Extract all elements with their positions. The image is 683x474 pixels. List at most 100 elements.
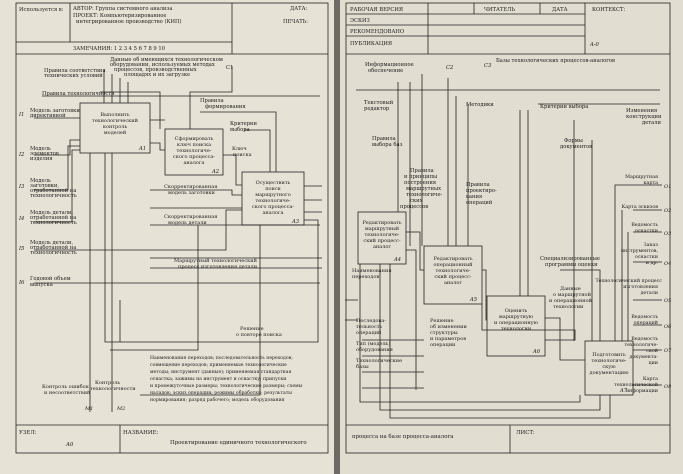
flow-structure-4: и параметров bbox=[430, 336, 466, 342]
output-O7-l3: ской bbox=[646, 348, 658, 354]
output-O4-l4: и др. bbox=[646, 261, 659, 266]
box-A5-l4: ский процесс- bbox=[434, 274, 471, 280]
ctrl-criteria-2: выбора bbox=[230, 126, 250, 133]
output-O8-l2: технологической bbox=[614, 382, 658, 388]
mech-m1-l2: и несоответствий bbox=[44, 390, 91, 396]
header-project-2: интегрированное производство (КИП) bbox=[76, 18, 182, 25]
output-O3-l2: оснастки bbox=[635, 229, 658, 234]
box-A4-l3: технологиче- bbox=[365, 232, 400, 238]
ctrl-special-2: программы оценки bbox=[545, 262, 598, 268]
output-O6-l2: операций bbox=[634, 320, 658, 326]
ctrl-design-2: конструкции bbox=[626, 114, 662, 120]
header-sketch: ЭСКИЗ bbox=[350, 18, 370, 24]
ctrl-design-rules-4: операций bbox=[466, 200, 493, 206]
output-O4-id: O4 bbox=[664, 261, 671, 267]
mech-m2-id: M2 bbox=[116, 406, 125, 412]
output-O8-l1: Карта bbox=[643, 376, 658, 382]
ctrl-design-3: детали bbox=[642, 120, 662, 126]
flow-repeat-2: о повторе поиска bbox=[236, 332, 282, 338]
header-author: АВТОР: Группа системного анализа bbox=[73, 6, 172, 12]
flow-corr-part-1: Скорректированная bbox=[164, 214, 217, 220]
box-A7 bbox=[584, 340, 634, 396]
ctrl-formation-2: формирования bbox=[205, 103, 246, 110]
flow-transitions-2: переходов bbox=[352, 274, 379, 280]
header-notes: ЗАМЕЧАНИЯ: 1 2 3 4 5 6 7 8 9 10 bbox=[73, 46, 165, 52]
box-A4-l2: маршрутный bbox=[365, 226, 400, 232]
input-I1-id: I1 bbox=[18, 112, 24, 118]
box-A3-l2: поиск bbox=[265, 186, 281, 192]
box-A2 bbox=[164, 128, 224, 176]
ctrl-c1: C1 bbox=[226, 65, 233, 71]
ctrl-methods: Методики bbox=[466, 102, 494, 108]
ctrl-analog-db: Базы технологических процессов-аналогов bbox=[496, 58, 615, 64]
mech-legend-4: оснастка; зажимы на инструмент и оснастк… bbox=[150, 377, 286, 382]
flow-equipment-2: оборудования bbox=[356, 346, 393, 353]
footer-node-label: УЗЕЛ: bbox=[19, 430, 37, 436]
input-I3-l1: Модель bbox=[30, 178, 51, 184]
box-A4-l4: ский процесс- bbox=[363, 238, 400, 244]
output-O8-id: O8 bbox=[664, 384, 671, 390]
box-A5 bbox=[423, 245, 483, 305]
output-O7-l1: Ведомость bbox=[631, 336, 658, 342]
box-A2-l1: Сформировать bbox=[175, 135, 214, 142]
flow-search-key-2: поиска bbox=[233, 152, 252, 158]
mech-legend-2: совмещение переходов; применяемые технол… bbox=[150, 363, 287, 368]
box-A4-id: A4 bbox=[393, 257, 401, 263]
box-A3-l1: Осуществить bbox=[256, 180, 291, 186]
mech-legend-7: нормирования; разряд рабочего; модель об… bbox=[150, 396, 285, 403]
box-A6 bbox=[486, 295, 546, 357]
output-O3-l1: Ведомость bbox=[631, 222, 658, 228]
box-A5-l3: технологиче- bbox=[436, 268, 471, 274]
flow-repeat-1: Решение bbox=[240, 326, 264, 332]
output-O4-l2: инструментов, bbox=[621, 249, 659, 254]
box-A3-l3: маршрутного bbox=[255, 192, 291, 198]
box-A7-l2: технологиче- bbox=[592, 358, 627, 364]
mech-legend-5: и промежуточные размеры; технологические… bbox=[150, 384, 303, 389]
box-A4-l5: аналог bbox=[373, 244, 391, 250]
box-A2-l5: аналога bbox=[183, 160, 204, 166]
flow-sequence-1: Последова- bbox=[356, 318, 386, 324]
output-O6-id: O6 bbox=[664, 324, 672, 330]
box-A6-l4: технологии bbox=[501, 326, 532, 332]
ctrl-criteria-r: Критерии выбора bbox=[540, 103, 588, 110]
flow-eval-1: Данные bbox=[560, 286, 581, 292]
ctrl-design-rules-3: вания bbox=[466, 194, 482, 200]
flow-structure-1: Решение bbox=[430, 318, 454, 324]
right-frame bbox=[345, 2, 671, 454]
output-O7-id: O7 bbox=[664, 348, 672, 354]
output-O4-l1: Заказ bbox=[644, 242, 659, 248]
box-A6-id: A6 bbox=[532, 349, 541, 355]
mech-m1-id: M1 bbox=[84, 406, 93, 412]
output-O8-l3: информации bbox=[626, 387, 658, 394]
ctrl-info-1: Информационное bbox=[365, 61, 414, 68]
mech-m1-l1: Контроль ошибок bbox=[42, 383, 90, 390]
header-print: ПЕЧАТЬ: bbox=[283, 19, 308, 25]
ctrl-special-1: Специализированные bbox=[540, 256, 600, 262]
flow-eval-2: о маршрутной bbox=[553, 292, 592, 298]
box-A5-id: A5 bbox=[469, 297, 477, 303]
ctrl-tech-cond-2: технических условий bbox=[44, 73, 103, 79]
box-A3-l6: аналога bbox=[262, 210, 283, 216]
ctrl-resources-2: оборудовании, используемых методах bbox=[110, 61, 215, 68]
mech-legend-1: Наименования переходов; последовательнос… bbox=[150, 355, 293, 361]
output-O7-l5: ции bbox=[649, 361, 658, 366]
ctrl-route-rules-7: процессов bbox=[400, 204, 428, 210]
box-A7-l1: Подготовить bbox=[592, 352, 626, 358]
header-working-version: РАБОЧАЯ ВЕРСИЯ bbox=[350, 7, 403, 13]
header-context: КОНТЕКСТ: bbox=[592, 7, 625, 13]
ctrl-design-rules-1: Правила bbox=[466, 182, 490, 188]
flow-equipment-1: Тип (модель) bbox=[356, 340, 390, 347]
ctrl-route-rules-4: маршрутных bbox=[406, 186, 441, 192]
mech-m2-l2: технологичности bbox=[90, 386, 136, 392]
footer-node-value: A0 bbox=[65, 442, 74, 448]
output-O2-l1: Карта эскизов bbox=[622, 204, 659, 210]
footer-title-value: Проектирование единичного технологическо… bbox=[170, 440, 307, 446]
box-A7-l3: скую bbox=[602, 364, 616, 370]
box-A4-l1: Редактировать bbox=[362, 220, 401, 226]
box-A4 bbox=[357, 211, 407, 265]
input-I3-l3: отработанной на bbox=[30, 187, 76, 194]
output-O2-id: O2 bbox=[664, 208, 671, 214]
box-A2-l4: ского процесса- bbox=[173, 154, 215, 160]
flow-route-analog-1: Маршрутный технологический bbox=[174, 258, 258, 264]
